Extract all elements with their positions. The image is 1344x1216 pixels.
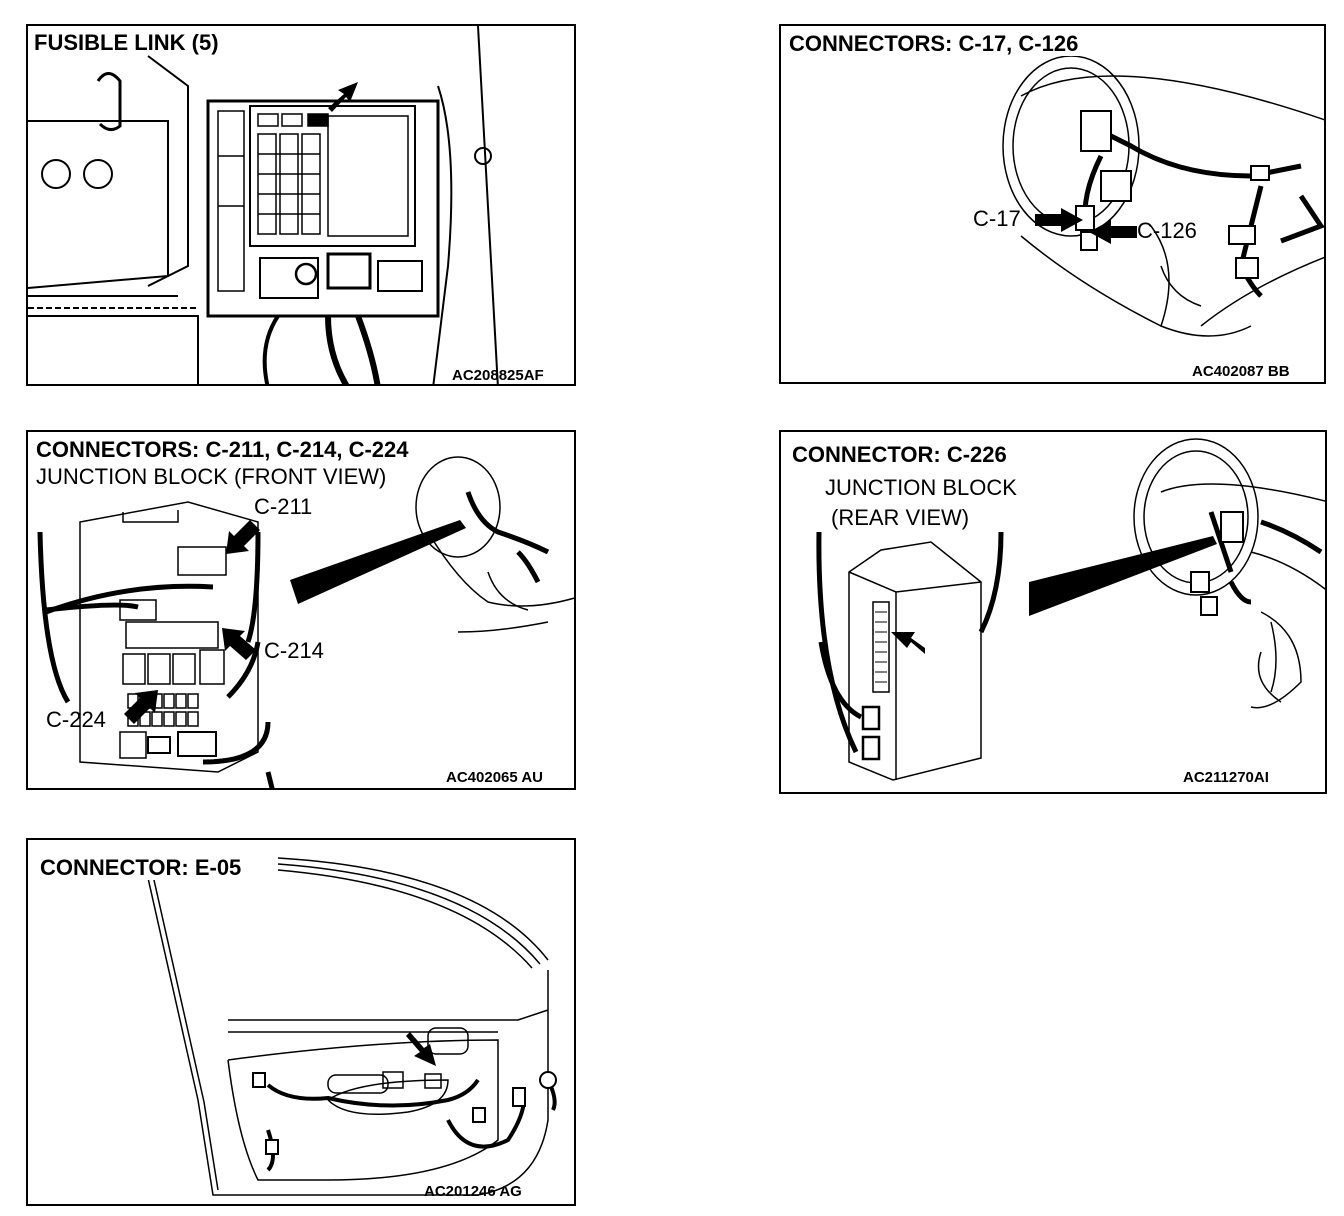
panel-subtitle: JUNCTION BLOCK (FRONT VIEW) xyxy=(36,464,387,489)
panel-fusible-link: FUSIBLE LINK (5) AC208825AF xyxy=(26,24,576,386)
door-illustration xyxy=(147,857,557,1196)
callout-c211: C-211 xyxy=(254,494,313,519)
pointer-arrow xyxy=(406,1032,436,1066)
figure-code: AC402065 AU xyxy=(446,769,543,786)
junction-block-front-illustration xyxy=(37,456,574,788)
panel-c211-c214-c224: CONNECTORS: C-211, C-214, C-224 JUNCTION… xyxy=(26,430,576,790)
pointer-arrow xyxy=(328,82,358,112)
panel-e05: CONNECTOR: E-05 AC201246 AG xyxy=(26,838,576,1206)
figure-code: AC402087 BB xyxy=(1192,363,1290,380)
callout-c17: C-17 xyxy=(973,206,1021,231)
panel-title: CONNECTOR: C-226 xyxy=(790,442,1009,467)
panel-c17-c126: CONNECTORS: C-17, C-126 C-17 C-126 AC402… xyxy=(779,24,1326,384)
figure-code: AC211270AI xyxy=(1183,769,1269,786)
junction-block-rear-illustration xyxy=(816,438,1325,781)
dashboard-illustration xyxy=(1002,55,1324,337)
fusible-link-illustration xyxy=(28,26,499,384)
callout-c224: C-224 xyxy=(46,707,106,732)
panel-subtitle-line-1: JUNCTION BLOCK xyxy=(825,475,1017,500)
pointer-arrows xyxy=(1035,208,1137,244)
callout-c214: C-214 xyxy=(264,638,324,663)
panel-title: CONNECTORS: C-211, C-214, C-224 xyxy=(36,437,409,462)
panel-title: CONNECTORS: C-17, C-126 xyxy=(787,31,1081,56)
pointer-arrow xyxy=(891,632,925,654)
panel-title: FUSIBLE LINK (5) xyxy=(32,30,221,55)
pointer-arrows xyxy=(124,520,260,724)
panel-title: CONNECTOR: E-05 xyxy=(38,855,244,880)
figure-code: AC201246 AG xyxy=(424,1183,522,1200)
panel-c226: CONNECTOR: C-226 JUNCTION BLOCK (REAR VI… xyxy=(779,430,1327,794)
callout-c126: C-126 xyxy=(1137,218,1197,243)
figure-code: AC208825AF xyxy=(452,367,544,384)
panel-subtitle-line-2: (REAR VIEW) xyxy=(831,505,970,530)
